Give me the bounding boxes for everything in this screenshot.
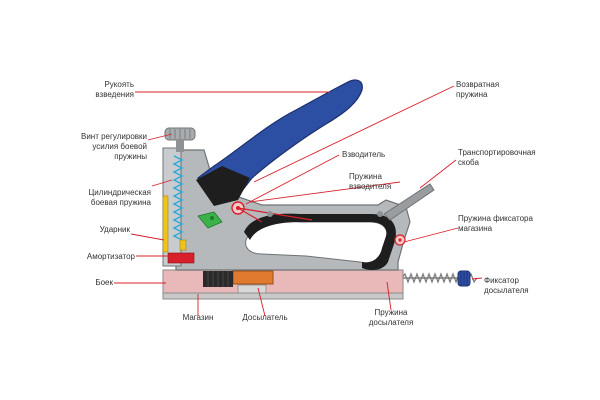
cocking-spring-line — [237, 207, 313, 221]
label-pusher: Досылатель — [242, 313, 288, 322]
magazine-body — [162, 269, 404, 297]
handle-base — [196, 166, 250, 206]
grip-rubber — [244, 213, 396, 270]
label-firing-pin: Боек — [95, 278, 113, 287]
green-lever — [197, 211, 223, 229]
label-striker: Ударник — [99, 225, 130, 234]
label-magazine-lock-spring: Пружина фиксатора магазина — [458, 214, 533, 233]
main-spring-coil — [172, 155, 184, 241]
leader-lines — [114, 85, 483, 317]
label-pusher-spring: Пружина досылателя — [368, 308, 414, 327]
label-handle-arm: Рукоять взведения — [95, 80, 134, 99]
handle-lever — [196, 79, 363, 197]
label-transport-bracket: Транспортировочная скоба — [458, 148, 536, 167]
label-cocking-spring: Пружина взводителя — [349, 172, 392, 191]
damper-part — [179, 239, 187, 251]
label-cocker: Взводитель — [342, 150, 386, 159]
label-adjust-screw: Винт регулировки усилия боевой пружины — [80, 132, 147, 161]
transport-bracket — [383, 183, 435, 221]
label-pusher-lock: Фиксатор досылателя — [484, 276, 529, 295]
striker-part — [162, 195, 169, 253]
label-main-spring: Цилиндрическая боевая пружина — [88, 188, 151, 207]
firing-pin-part — [167, 252, 195, 264]
label-magazine: Магазин — [182, 313, 214, 322]
pusher-block — [232, 270, 274, 285]
label-return-spring: Возвратная пружина — [456, 80, 500, 99]
label-damper: Амортизатор — [86, 252, 135, 261]
